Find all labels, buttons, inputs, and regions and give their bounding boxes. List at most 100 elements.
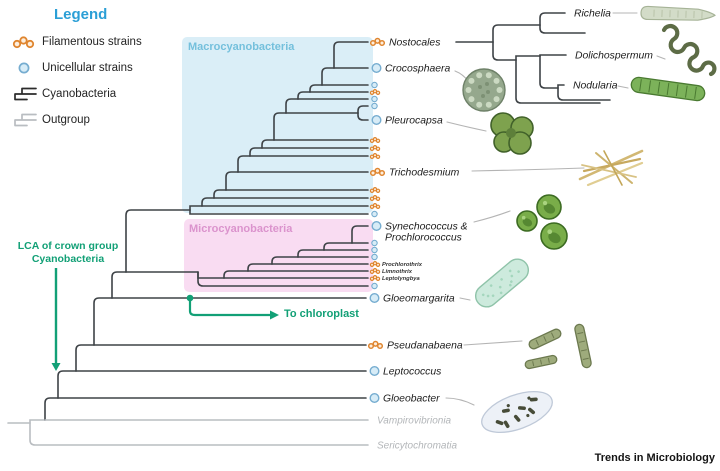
chloroplast-arrow-line bbox=[188, 300, 270, 317]
filamentous-icon bbox=[369, 169, 377, 177]
unicellular-icon bbox=[371, 63, 382, 74]
unicellular-icon bbox=[8, 59, 42, 77]
taxon-label: Pseudanabaena bbox=[387, 341, 463, 352]
branch bbox=[333, 41, 369, 69]
filamentous-icon bbox=[8, 33, 42, 51]
gloeomargarita-illustration-shape bbox=[474, 258, 530, 308]
branch bbox=[271, 256, 299, 265]
branch bbox=[297, 249, 325, 258]
pseudanabaena-illustration-3 bbox=[524, 354, 558, 370]
taxon-label: Synechococcus & bbox=[385, 222, 468, 233]
filamentous-icon bbox=[369, 39, 377, 47]
label-leads bbox=[445, 12, 666, 406]
branch bbox=[515, 55, 541, 61]
unicellular-icon bbox=[371, 95, 378, 103]
synechococcus-prochlorococcus-illustration bbox=[516, 194, 568, 250]
unicellular-icon bbox=[369, 366, 380, 377]
pseudanabaena-illustration-2-shape bbox=[574, 323, 592, 369]
branch bbox=[285, 98, 299, 114]
taxon-label: Prochlorococcus bbox=[385, 233, 462, 244]
richelia-illustration bbox=[640, 5, 716, 21]
taxon-label: Dolichospermum bbox=[575, 51, 653, 62]
pseudanabaena-illustration-1-shape bbox=[528, 328, 562, 350]
branch bbox=[57, 370, 77, 399]
branch bbox=[492, 24, 541, 43]
label-lead-line bbox=[473, 210, 511, 223]
richelia-illustration-shape bbox=[640, 5, 716, 21]
filamentous-icon bbox=[374, 37, 381, 44]
lca-annotation: LCA of crown group Cyanobacteria bbox=[0, 240, 136, 266]
branch bbox=[93, 297, 113, 346]
taxon-label: Prochlorothrix bbox=[382, 262, 423, 268]
label-lead-line bbox=[463, 340, 523, 346]
branch bbox=[357, 112, 369, 121]
legend-item-outgroup: Outgroup bbox=[8, 107, 178, 133]
branch bbox=[539, 24, 586, 34]
outgroup-tree-icon bbox=[8, 111, 42, 129]
unicellular-icon bbox=[371, 246, 378, 254]
unicellular-icon bbox=[369, 393, 380, 404]
branch bbox=[557, 84, 565, 89]
branch bbox=[249, 147, 263, 157]
legend-item-label: Filamentous strains bbox=[42, 36, 142, 48]
filamentous-icon bbox=[375, 146, 381, 151]
gloeomargarita-illustration bbox=[474, 258, 530, 308]
unicellular-icon bbox=[371, 81, 378, 89]
filamentous-icon bbox=[375, 276, 381, 281]
filamentous-icon bbox=[376, 342, 384, 350]
crocosphaera-illustration bbox=[462, 68, 506, 112]
label-lead-line bbox=[656, 55, 666, 60]
unicellular-icon bbox=[371, 282, 378, 290]
lca-annotation-line2: Cyanobacteria bbox=[31, 253, 105, 265]
branch bbox=[297, 91, 311, 100]
unicellular-icon bbox=[371, 114, 382, 125]
chloroplast-arrowhead bbox=[270, 310, 279, 320]
taxon-label: Leptococcus bbox=[383, 367, 441, 378]
filamentous-icon bbox=[375, 188, 381, 193]
dolichospermum-illustration bbox=[661, 24, 717, 77]
filamentous-icon bbox=[378, 169, 386, 177]
branch bbox=[223, 270, 249, 279]
branch bbox=[357, 105, 369, 114]
taxon-label: Crocosphaera bbox=[385, 64, 450, 75]
taxon-label: Vampirovibrionia bbox=[377, 416, 452, 427]
filamentous-icon bbox=[375, 204, 381, 209]
pseudanabaena-illustration-2 bbox=[574, 323, 592, 369]
branch bbox=[539, 12, 566, 26]
branch bbox=[309, 84, 323, 93]
filamentous-icon bbox=[375, 196, 381, 201]
label-lead-line bbox=[471, 167, 585, 172]
label-lead-line bbox=[445, 397, 475, 406]
filamentous-icon bbox=[375, 269, 381, 274]
legend-item-cyanobacteria: Cyanobacteria bbox=[8, 81, 178, 107]
filamentous-icon bbox=[378, 39, 386, 47]
unicellular-icon bbox=[371, 253, 378, 261]
nodularia-illustration-shape bbox=[630, 76, 706, 102]
taxon-label: Limnothrix bbox=[382, 269, 413, 275]
lca-pointer-arrowhead bbox=[51, 363, 61, 371]
branch bbox=[197, 271, 369, 287]
taxon-label: Nostocales bbox=[389, 38, 440, 49]
taxon-label: Leptolyngbya bbox=[382, 276, 420, 282]
label-lead-line bbox=[459, 297, 471, 301]
branch bbox=[247, 263, 273, 272]
legend-title: Legend bbox=[54, 6, 108, 23]
pseudanabaena-illustration-1 bbox=[528, 328, 562, 350]
taxon-label: Nodularia bbox=[573, 81, 618, 92]
journal-brand: Trends in Microbiology bbox=[594, 452, 715, 464]
filamentous-icon bbox=[374, 167, 381, 174]
taxon-label: Trichodesmium bbox=[389, 168, 460, 179]
microcyanobacteria-box-label: Microcyanobacteria bbox=[189, 223, 293, 235]
label-lead-line bbox=[617, 85, 629, 89]
branch bbox=[189, 209, 369, 215]
branch bbox=[125, 209, 191, 273]
branch bbox=[351, 225, 369, 244]
branch bbox=[539, 55, 559, 89]
taxon-label: Gloeomargarita bbox=[383, 294, 455, 305]
taxon-label: Gloeobacter bbox=[383, 394, 440, 405]
branch bbox=[213, 189, 227, 199]
microcyanobacteria-box bbox=[184, 219, 373, 292]
branch bbox=[321, 67, 335, 86]
